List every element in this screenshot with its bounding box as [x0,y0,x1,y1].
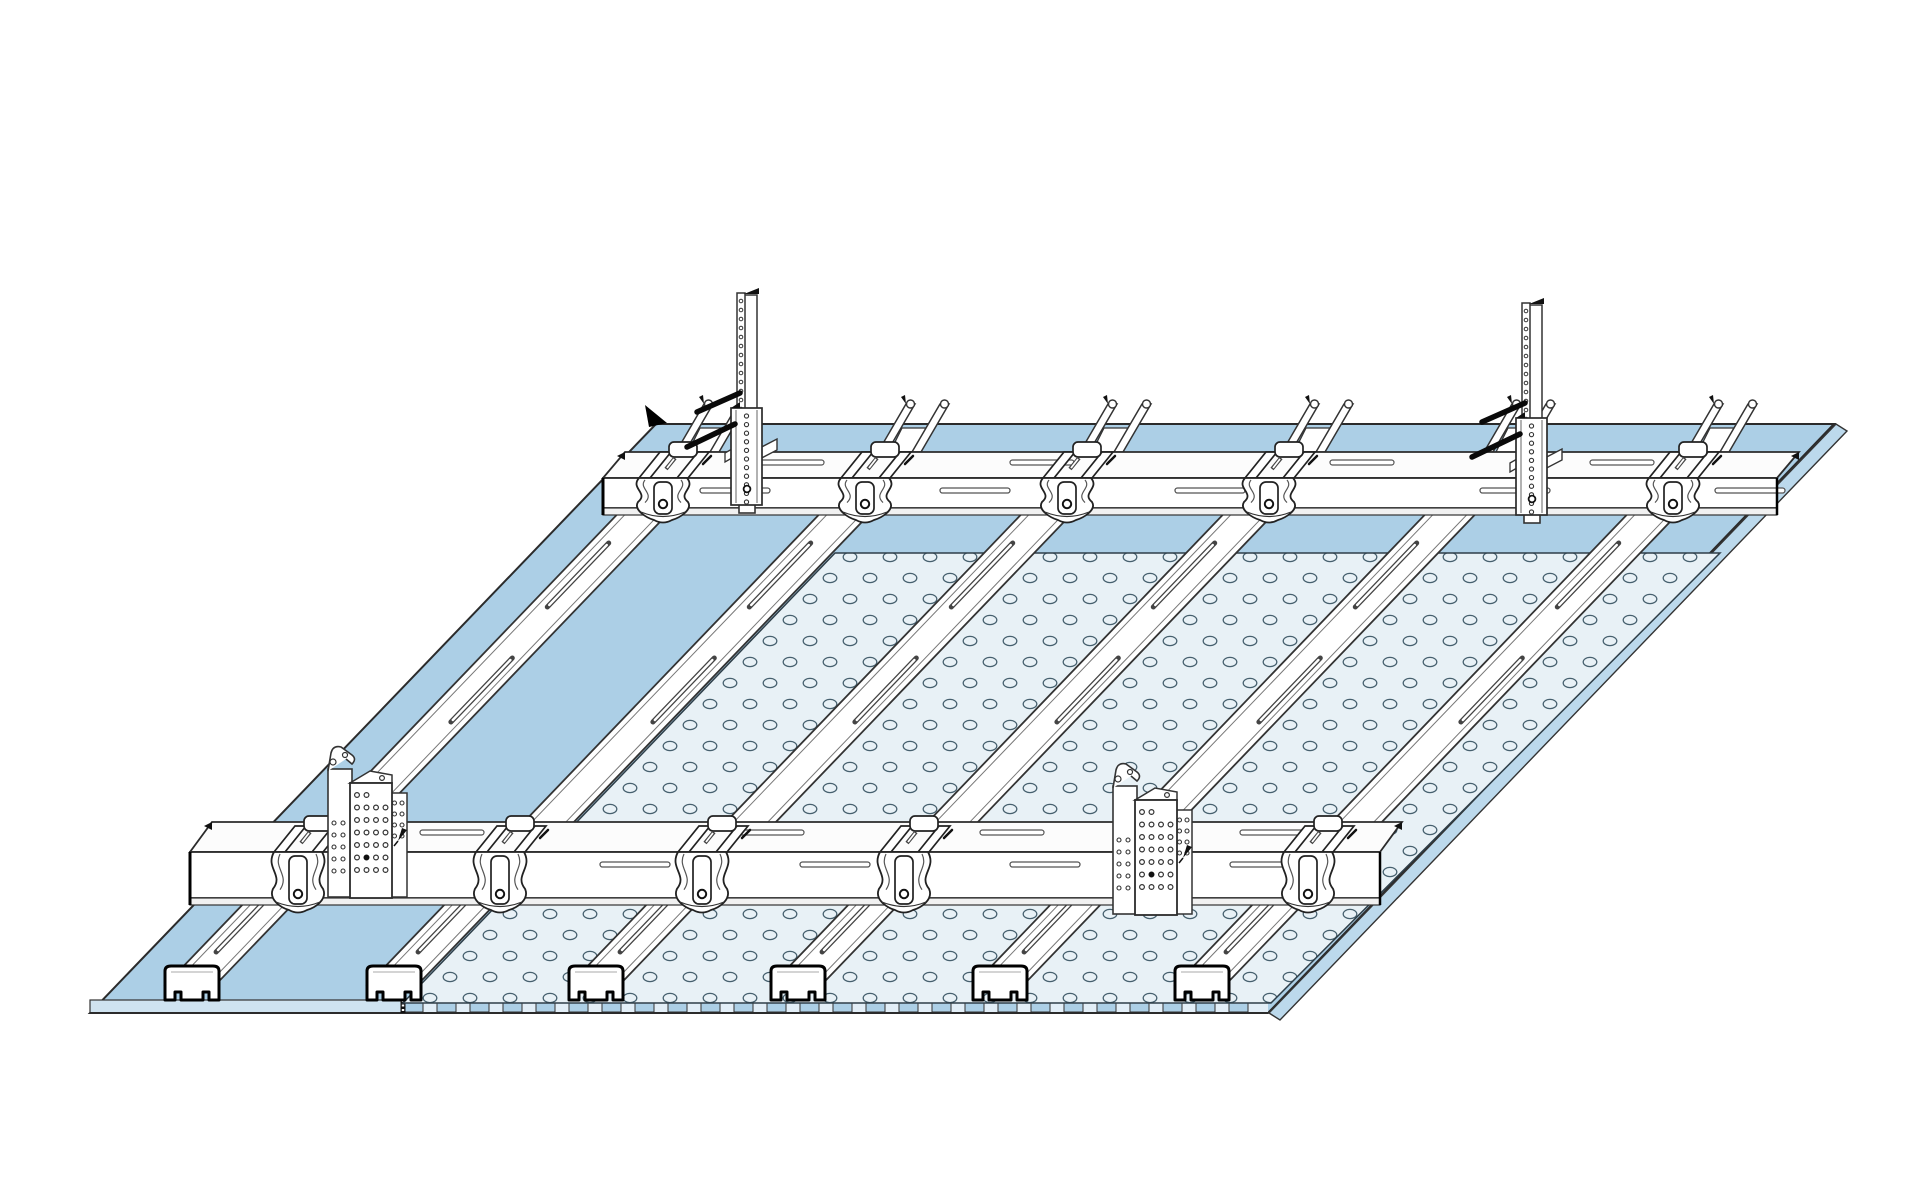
universal-bracket [327,745,408,899]
runner-end-hook [1791,452,1799,460]
channel-end-section [1173,964,1231,1002]
cross-connector-clip [674,815,752,914]
channel-end-section [769,964,827,1002]
hanger-foot-hole [1527,494,1537,504]
hanger-foot-hole [742,484,752,494]
nonius-hangers [684,288,1563,524]
clip-tongue [1057,481,1077,515]
clip-rivet-hole [1302,888,1314,900]
hanger-top-tip [744,288,759,294]
screw-flag [1183,845,1192,858]
runner-slot [1009,861,1081,868]
channel-end-fins [876,395,951,453]
clip-top-tab [1313,815,1343,832]
clip-rivet-hole [657,498,669,510]
nonius-pin [694,390,743,415]
cross-connector-clip [1039,441,1117,524]
main-runner-upper [601,451,1801,516]
runner-flange-slot [1329,459,1395,466]
runner-end-hook [1394,822,1402,830]
runner-slot [939,487,1011,494]
board-bottom-edge-plain [89,999,404,1014]
clip-tongue [653,481,673,515]
clip-rivet-hole [898,888,910,900]
cross-connector-clip [876,815,954,914]
clip-tongue [855,481,875,515]
clip-top-tab [909,815,939,832]
screw-tick [1711,454,1723,466]
runner-slot [799,861,871,868]
nonius-pin [1479,400,1528,425]
cross-connector-clip [1645,441,1723,524]
corner-arrow-mark [645,405,667,427]
runner-bottom-lip [189,897,1381,906]
runner-end-hook [204,822,212,830]
cross-connector-clip [837,441,915,524]
clip-top-tab [707,815,737,832]
clip-rivet-hole [1061,498,1073,510]
clip-rivet-hole [494,888,506,900]
clip-rivet-hole [696,888,708,900]
runner-slot [599,861,671,868]
screw-flag [398,828,407,841]
cross-connector-clip [1241,441,1319,524]
clip-top-tab [505,815,535,832]
upper-runner-clips [635,441,1723,524]
nonius-pin [684,421,738,450]
cross-connector-clip [472,815,550,914]
clip-top-tab [1072,441,1102,458]
hanger-top-tip [1529,298,1544,304]
lower-runner-clips [270,815,1358,914]
runner-slot [1714,487,1786,494]
clip-tongue [1259,481,1279,515]
channel-end-section [567,964,625,1002]
clip-rivet-hole [1667,498,1679,510]
clip-tongue [1663,481,1683,515]
screw-tick [942,828,954,840]
cross-connector-clip [635,441,713,524]
screw-tick [1307,454,1319,466]
screw-tick [1346,828,1358,840]
channel-end-section [163,964,221,1002]
channel-end-section [971,964,1029,1002]
clip-rivet-hole [859,498,871,510]
channel-end-sections [163,964,1231,1002]
runner-slot [1174,487,1246,494]
runner-flange-slot [979,829,1045,836]
runner-flange-slot [419,829,485,836]
clip-rivet-hole [1263,498,1275,510]
runner-flange-slot [759,459,825,466]
runner-end-hook [617,452,625,460]
universal-bracket [1112,762,1193,916]
screw-tick [701,454,713,466]
screw-tick [903,454,915,466]
screw-tick [538,828,550,840]
screw-tick [740,828,752,840]
clip-rivet-hole [292,888,304,900]
runner-bottom-lip [602,507,1778,516]
runner-flange-slot [1589,459,1655,466]
clip-top-tab [870,441,900,458]
nonius-pin [1469,431,1523,460]
nonius-hanger [1469,298,1563,524]
runner-flange-slot [1239,829,1305,836]
clip-top-tab [1274,441,1304,458]
nonius-hanger [684,288,778,514]
channel-end-section [365,964,423,1002]
cross-connector-clip [1280,815,1358,914]
universal-brackets [327,745,1193,916]
clip-top-tab [1678,441,1708,458]
screw-tick [1105,454,1117,466]
